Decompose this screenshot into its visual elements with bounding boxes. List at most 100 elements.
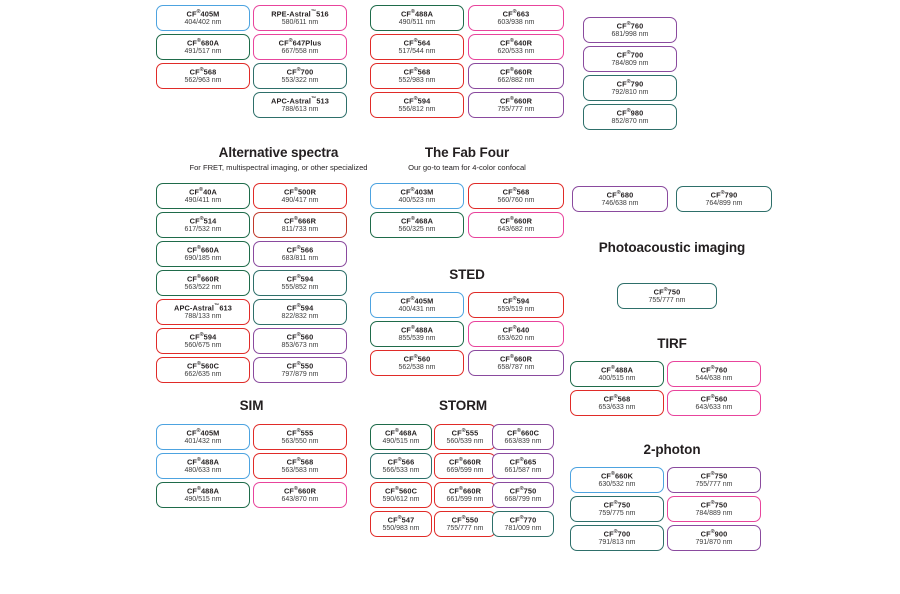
- dye-name: CF®660R: [283, 485, 317, 495]
- dye-name: CF®770: [509, 514, 537, 524]
- dye-wavelengths: 759/775 nm: [598, 509, 636, 517]
- dye-wavelengths: 781/009 nm: [504, 524, 542, 532]
- dye-trademark-mark: ®: [294, 215, 298, 222]
- dye-name: CF®750: [509, 485, 537, 495]
- dye-wavelengths: 852/870 nm: [611, 117, 649, 125]
- dye-wavelengths: 755/777 nm: [497, 105, 535, 113]
- dye-name: CF®647Plus: [278, 37, 322, 47]
- dye-wavelengths: 668/799 nm: [504, 495, 542, 503]
- dye-name: APC-Astral™613: [174, 302, 232, 312]
- dye-trademark-mark: ®: [512, 295, 517, 302]
- dye-name: CF®405M: [186, 8, 220, 18]
- dye-name: CF®555: [286, 427, 314, 437]
- dye-name: CF®700: [616, 49, 644, 59]
- dye-wavelengths: 563/583 nm: [281, 466, 319, 474]
- sim-title: SIM: [239, 398, 264, 413]
- dye-wavelengths: 491/517 nm: [184, 47, 222, 55]
- dye-trademark-mark: ®: [626, 107, 631, 114]
- dye-wavelengths: 822/832 nm: [281, 312, 319, 320]
- dye-trademark-mark: ®: [397, 456, 402, 463]
- dye-trademark-mark: ®: [413, 37, 418, 44]
- dye-wavelengths: 560/675 nm: [184, 341, 222, 349]
- dye-wavelengths: 643/633 nm: [695, 403, 733, 411]
